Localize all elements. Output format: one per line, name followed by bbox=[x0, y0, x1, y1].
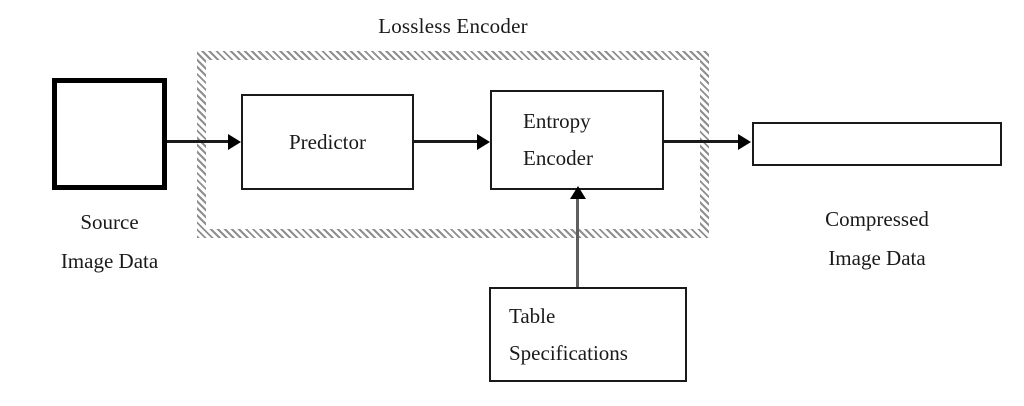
source-caption-line-2: Image Data bbox=[60, 248, 159, 273]
table-specifications-label-line-1: Table bbox=[509, 303, 556, 328]
entropy-encoder-box: Entropy Encoder bbox=[490, 90, 664, 190]
predictor-box: Predictor bbox=[241, 94, 414, 190]
edge-source-to-predictor-line bbox=[167, 140, 230, 143]
edge-predictor-to-entropy-line bbox=[414, 140, 479, 143]
compressed-image-box bbox=[752, 122, 1002, 166]
lossless-encoder-title: Lossless Encoder bbox=[378, 14, 528, 38]
edge-entropy-to-compressed-arrowhead bbox=[738, 134, 751, 150]
edge-table-to-entropy-line bbox=[576, 197, 579, 288]
entropy-encoder-label-line-2: Encoder bbox=[523, 146, 593, 170]
table-specifications-box: Table Specifications bbox=[489, 287, 687, 382]
edge-table-to-entropy-arrowhead bbox=[570, 186, 586, 199]
compressed-caption-line-2: Image Data bbox=[828, 245, 926, 270]
compressed-caption-line-1: Compressed bbox=[825, 207, 929, 231]
entropy-encoder-label-line-1: Entropy bbox=[523, 109, 591, 134]
edge-source-to-predictor-arrowhead bbox=[228, 134, 241, 150]
compressed-image-caption: Compressed Image Data bbox=[777, 200, 977, 278]
table-specifications-label-line-2: Specifications bbox=[509, 340, 628, 365]
source-image-caption: Source Image Data bbox=[9, 203, 210, 281]
source-image-box bbox=[52, 78, 167, 190]
source-caption-line-1: Source bbox=[80, 210, 139, 234]
edge-entropy-to-compressed-line bbox=[664, 140, 740, 143]
edge-predictor-to-entropy-arrowhead bbox=[477, 134, 490, 150]
predictor-label: Predictor bbox=[289, 129, 366, 154]
